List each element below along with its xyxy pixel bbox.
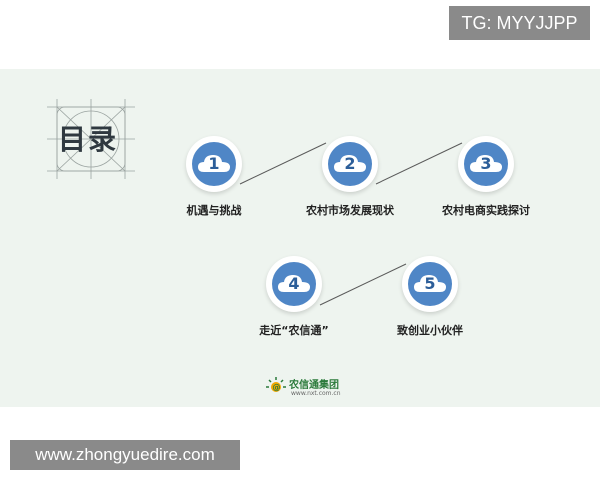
sun-at-logo-icon: @ (266, 377, 286, 392)
step-2-label: 农村市场发展现状 (306, 204, 394, 217)
cloud-icon (278, 275, 310, 292)
step-4-number: 4 (288, 274, 300, 293)
cloud-icon (334, 155, 366, 172)
step-3[interactable]: 3 农村电商实践探讨 (411, 136, 561, 218)
step-4[interactable]: 4 走近“农信通” (219, 256, 369, 338)
cloud-icon (198, 155, 230, 172)
step-2-number: 2 (344, 154, 356, 173)
step-2-circle: 2 (322, 136, 378, 192)
cloud-icon (414, 275, 446, 292)
toc-title: 目录 (58, 123, 119, 156)
step-3-circle: 3 (458, 136, 514, 192)
slide-canvas (0, 69, 600, 407)
step-5-circle: 5 (402, 256, 458, 312)
logo-url: www.nxt.com.cn (291, 390, 341, 397)
step-2[interactable]: 2 农村市场发展现状 (275, 136, 425, 218)
watermark-top: TG: MYYJJPP (449, 6, 590, 40)
step-3-label: 农村电商实践探讨 (442, 204, 530, 217)
cloud-icon (470, 155, 502, 172)
svg-text:@: @ (273, 383, 281, 392)
company-logo: @ 农信通集团 www.nxt.com.cn (265, 376, 375, 402)
step-5-number: 5 (424, 274, 436, 293)
step-4-circle: 4 (266, 256, 322, 312)
step-1-label: 机遇与挑战 (186, 204, 242, 217)
logo-name: 农信通集团 (289, 380, 339, 391)
watermark-bottom: www.zhongyuedire.com (10, 440, 240, 470)
step-4-label: 走近“农信通” (259, 324, 329, 337)
step-5-label: 致创业小伙伴 (397, 324, 463, 337)
step-1[interactable]: 1 机遇与挑战 (139, 136, 289, 218)
step-5[interactable]: 5 致创业小伙伴 (355, 256, 505, 338)
step-3-number: 3 (480, 154, 492, 173)
grid-emblem-icon (47, 99, 135, 179)
step-1-circle: 1 (186, 136, 242, 192)
step-1-number: 1 (208, 154, 220, 173)
